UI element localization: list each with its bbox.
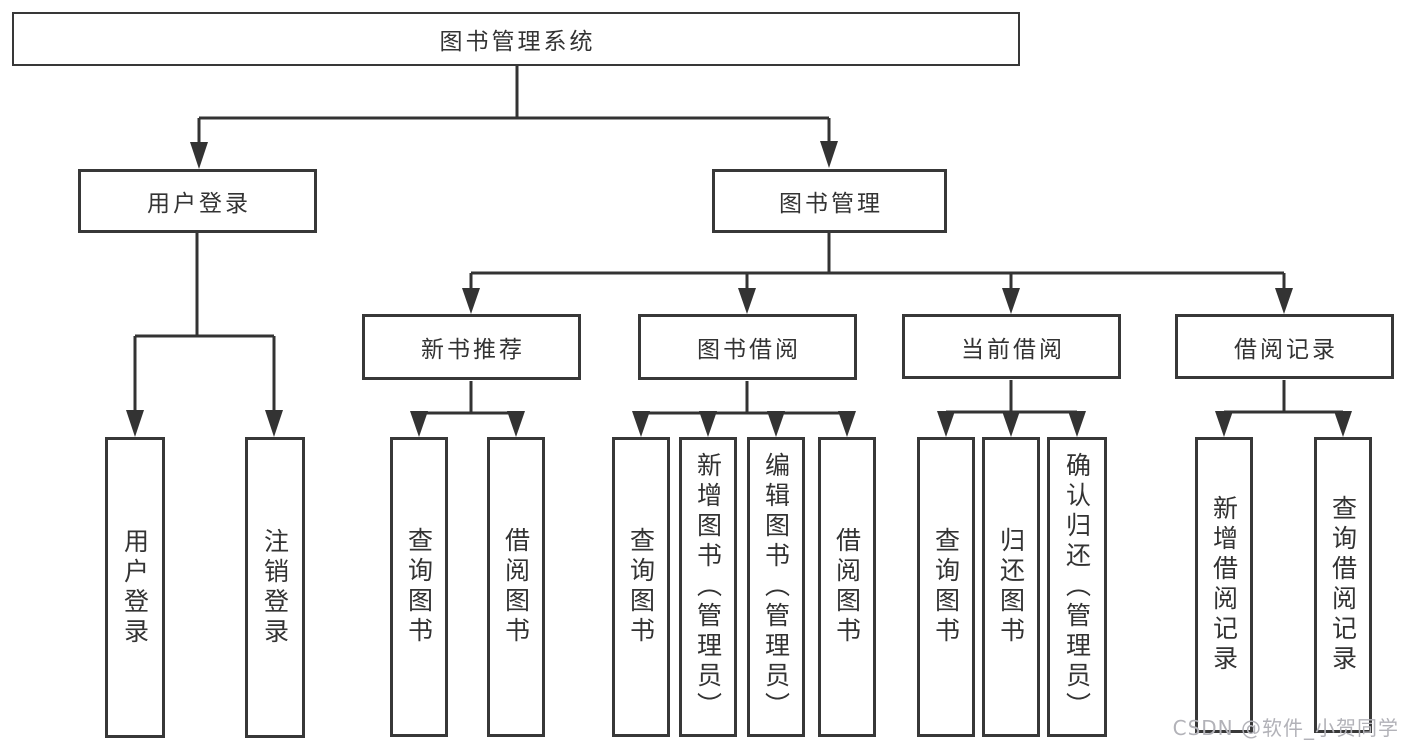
arrowheads (126, 141, 1352, 437)
leaf-bb-edit-book-admin-label: 编辑图书（管理员） (761, 452, 791, 722)
leaf-bb-borrow-book-label: 借阅图书 (832, 527, 862, 647)
leaf-cb-confirm-return-admin-label: 确认归还（管理员） (1062, 452, 1092, 722)
node-user-login-label: 用户登录 (147, 191, 251, 217)
watermark: CSDN @软件_小贺同学 (1172, 716, 1399, 740)
leaf-cb-confirm-return-admin: 确认归还（管理员） (1047, 437, 1107, 737)
node-root: 图书管理系统 (12, 12, 1020, 66)
leaf-br-query-record-label: 查询借阅记录 (1328, 495, 1358, 675)
leaf-bb-query-book-label: 查询图书 (626, 527, 656, 647)
leaf-nbr-borrow-book-label: 借阅图书 (501, 527, 531, 647)
node-user-login: 用户登录 (78, 169, 317, 233)
node-current-borrow-label: 当前借阅 (961, 336, 1065, 363)
leaf-bb-borrow-book: 借阅图书 (818, 437, 876, 737)
leaf-nbr-borrow-book: 借阅图书 (487, 437, 545, 737)
node-book-borrow-label: 图书借阅 (697, 337, 801, 363)
leaf-bb-query-book: 查询图书 (612, 437, 670, 737)
leaf-br-add-record: 新增借阅记录 (1195, 437, 1253, 733)
leaf-cb-return-book: 归还图书 (982, 437, 1040, 737)
leaf-logout-label: 注销登录 (260, 527, 290, 648)
leaf-bb-edit-book-admin: 编辑图书（管理员） (747, 437, 805, 737)
node-book-mgmt: 图书管理 (712, 169, 947, 233)
node-borrow-records-label: 借阅记录 (1234, 336, 1338, 363)
leaf-user-login: 用户登录 (105, 437, 165, 738)
leaf-br-add-record-label: 新增借阅记录 (1209, 495, 1239, 675)
node-book-borrow: 图书借阅 (638, 314, 857, 380)
node-borrow-records: 借阅记录 (1175, 314, 1394, 379)
node-root-label: 图书管理系统 (439, 29, 596, 55)
node-book-mgmt-label: 图书管理 (779, 191, 883, 217)
node-current-borrow: 当前借阅 (902, 314, 1121, 379)
leaf-user-login-label: 用户登录 (120, 527, 150, 648)
leaf-nbr-query-book: 查询图书 (390, 437, 448, 737)
leaf-cb-query-book: 查询图书 (917, 437, 975, 737)
leaf-cb-return-book-label: 归还图书 (996, 527, 1026, 647)
leaf-cb-query-book-label: 查询图书 (931, 527, 961, 647)
node-new-book-recommend-label: 新书推荐 (421, 337, 525, 363)
leaf-logout: 注销登录 (245, 437, 305, 738)
leaf-br-query-record: 查询借阅记录 (1314, 437, 1372, 733)
leaf-bb-add-book-admin: 新增图书（管理员） (679, 437, 737, 737)
leaf-nbr-query-book-label: 查询图书 (404, 527, 434, 647)
node-new-book-recommend: 新书推荐 (362, 314, 581, 380)
leaf-bb-add-book-admin-label: 新增图书（管理员） (693, 452, 723, 722)
